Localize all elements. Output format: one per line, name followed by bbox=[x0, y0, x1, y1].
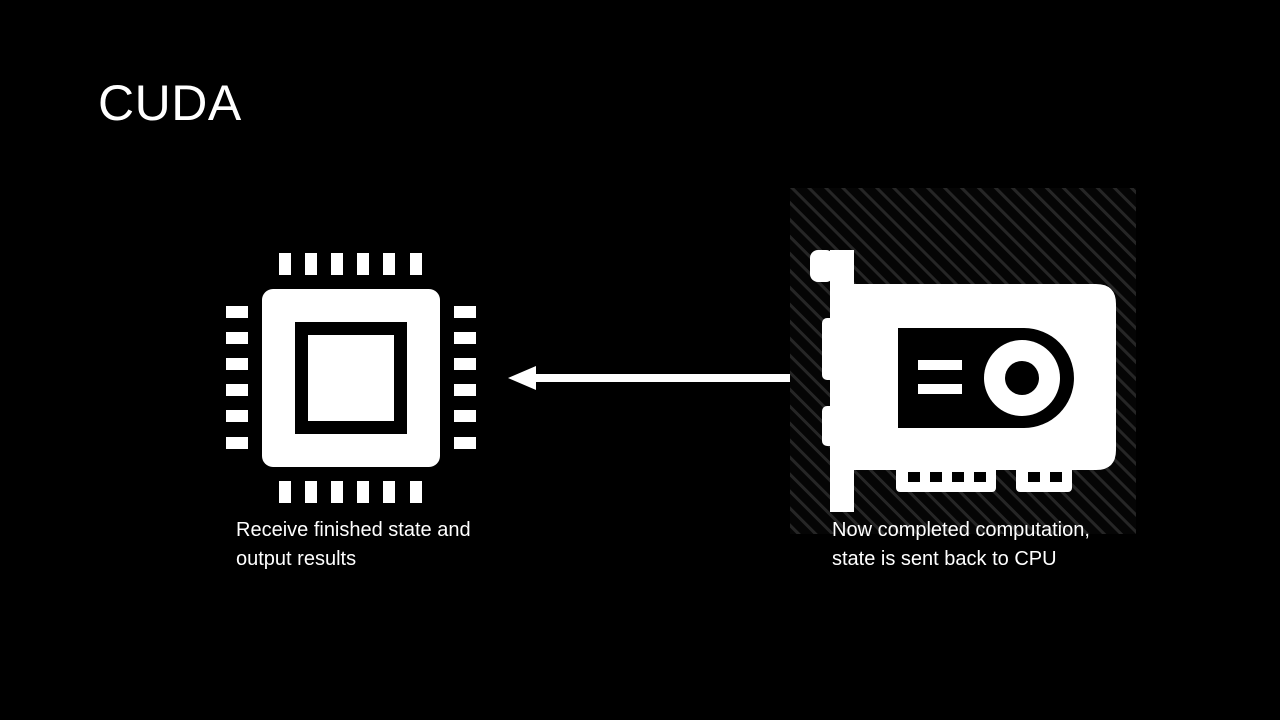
gpu-caption: Now completed computation, state is sent… bbox=[832, 519, 1090, 570]
graphics-card-icon bbox=[790, 188, 1136, 534]
cpu-chip-icon bbox=[226, 253, 476, 503]
cpu-caption: Receive finished state and output result… bbox=[236, 519, 471, 570]
slide-title: CUDA bbox=[98, 75, 242, 131]
arrow-left-icon bbox=[508, 366, 800, 390]
